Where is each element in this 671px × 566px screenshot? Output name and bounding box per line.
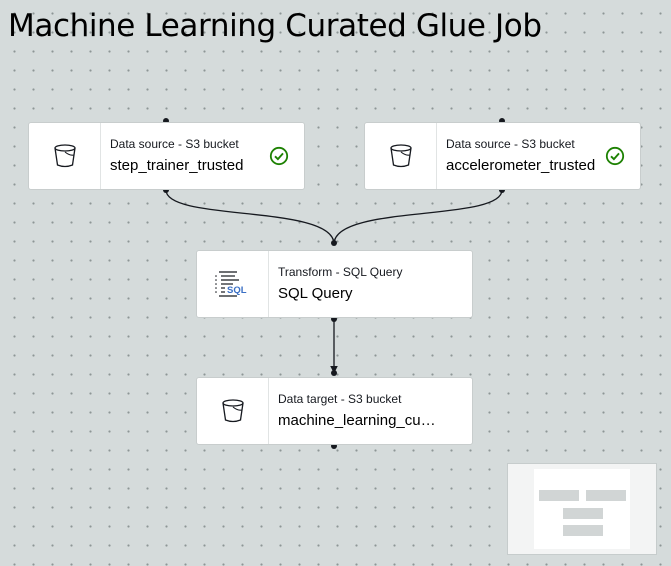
node-sql-query[interactable]: SQL Transform - SQL Query SQL Query [196, 250, 473, 318]
node-type-label: Data source - S3 bucket [110, 137, 239, 151]
sql-query-icon: SQL [197, 251, 269, 317]
edge-step-trainer-to-sql[interactable] [165, 189, 335, 245]
minimap-node [539, 490, 579, 501]
minimap-node [563, 525, 603, 536]
minimap-viewport[interactable] [534, 469, 630, 549]
node-type-label: Data source - S3 bucket [446, 137, 575, 151]
success-check-icon [604, 123, 626, 189]
s3-bucket-icon [29, 123, 101, 189]
node-name-label: accelerometer_trusted [446, 157, 596, 174]
node-name-label: machine_learning_cu… [278, 412, 436, 429]
node-name-label: SQL Query [278, 285, 353, 302]
minimap-node [563, 508, 603, 519]
node-accelerometer-trusted[interactable]: Data source - S3 bucket accelerometer_tr… [364, 122, 641, 190]
svg-text:SQL: SQL [227, 285, 247, 296]
minimap[interactable] [507, 463, 657, 555]
input-port[interactable] [331, 240, 337, 246]
node-type-label: Data target - S3 bucket [278, 392, 402, 406]
node-type-label: Transform - SQL Query [278, 265, 403, 279]
page-title: Machine Learning Curated Glue Job [8, 8, 542, 44]
minimap-node [586, 490, 626, 501]
input-port[interactable] [331, 370, 337, 376]
edge-accelerometer-to-sql[interactable] [333, 189, 503, 245]
s3-bucket-icon [365, 123, 437, 189]
s3-bucket-icon [197, 378, 269, 444]
node-step-trainer-trusted[interactable]: Data source - S3 bucket step_trainer_tru… [28, 122, 305, 190]
node-machine-learning-curated[interactable]: Data target - S3 bucket machine_learning… [196, 377, 473, 445]
node-name-label: step_trainer_trusted [110, 157, 244, 174]
success-check-icon [268, 123, 290, 189]
